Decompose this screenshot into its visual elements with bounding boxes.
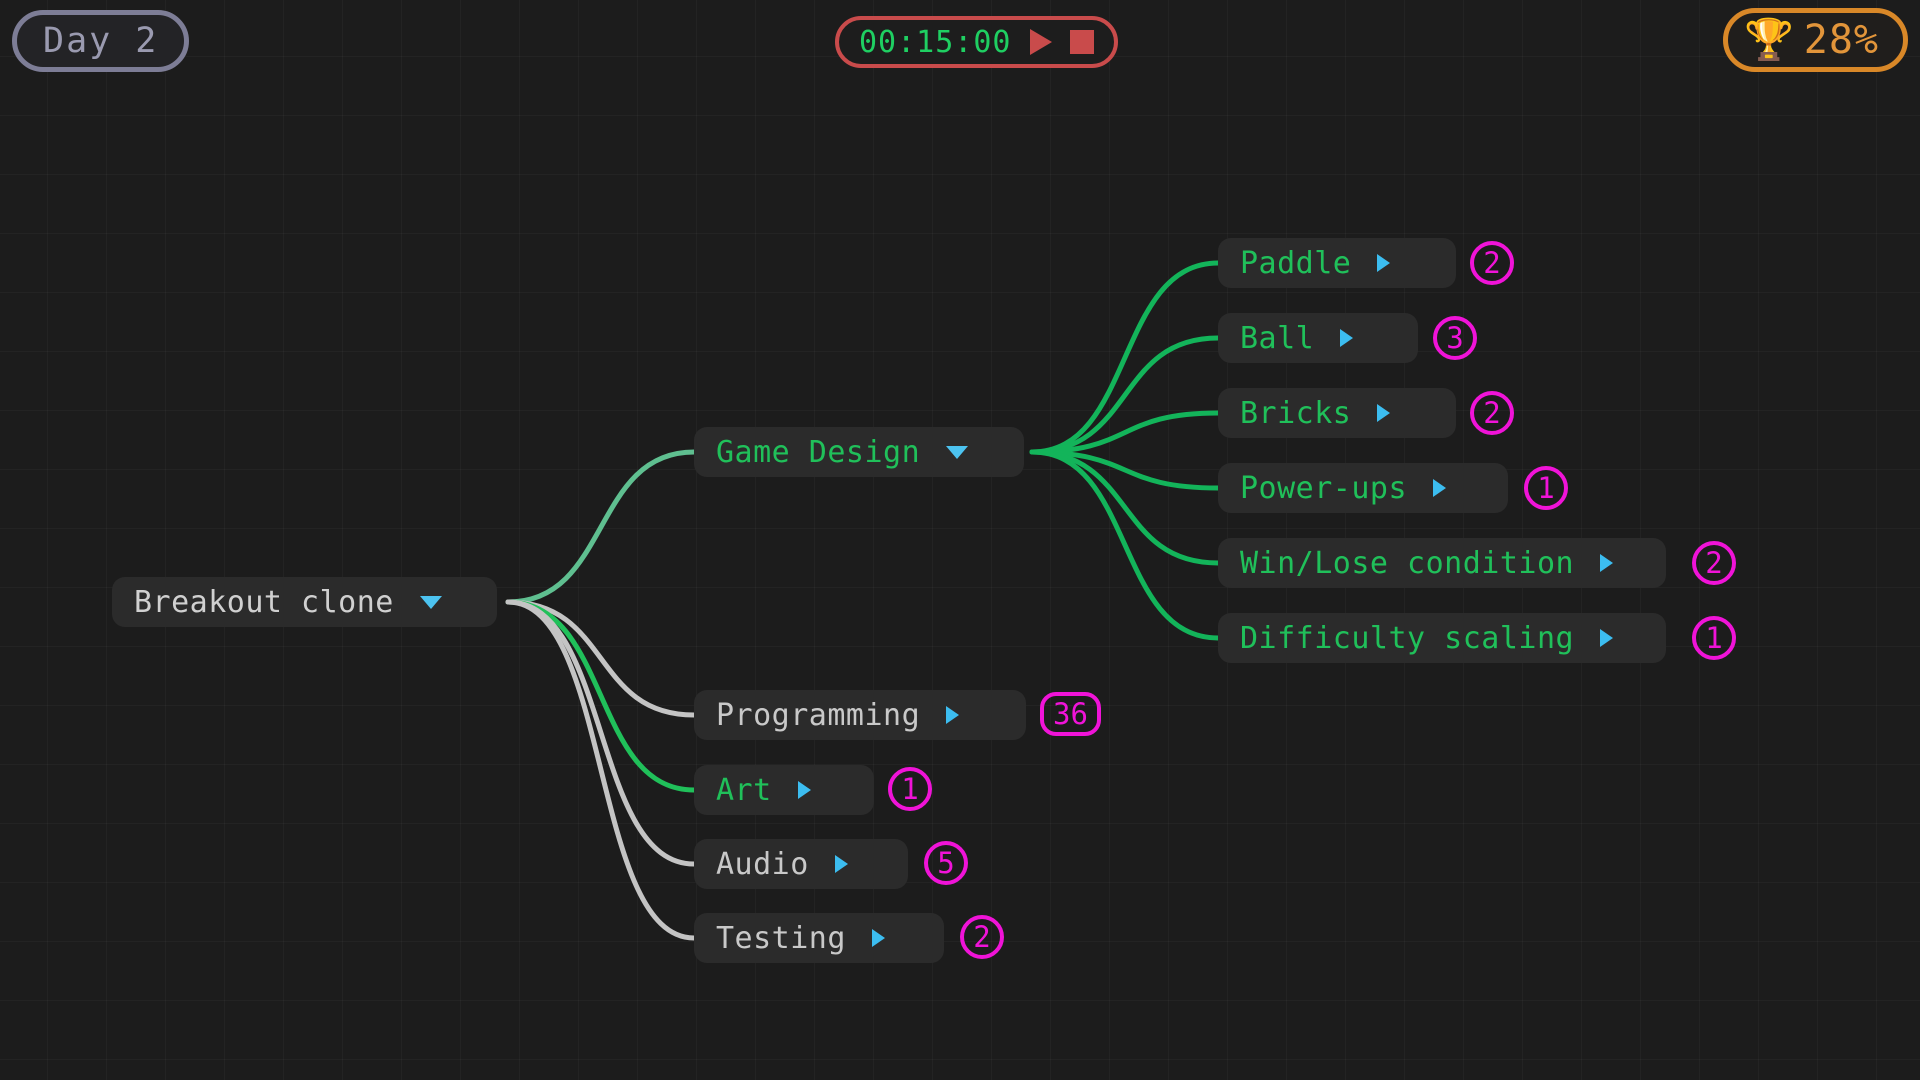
child-node-bricks[interactable]: Bricks [1218,388,1456,438]
edge-root-to-audio [505,599,697,867]
node-label: Art [716,772,772,808]
count-badge-audio: 5 [924,841,968,885]
node-label: Paddle [1240,245,1352,281]
session-timer[interactable]: 00:15:00 [835,16,1118,68]
day-counter-label: Day 2 [43,21,159,61]
day-counter-badge: Day 2 [12,10,190,72]
chevron-right-icon[interactable] [1600,629,1614,647]
chevron-right-icon[interactable] [1433,479,1447,497]
count-badge-ball: 3 [1433,316,1477,360]
node-label: Difficulty scaling [1240,620,1575,656]
chevron-right-icon[interactable] [1340,329,1354,347]
count-badge-art: 1 [888,767,932,811]
edge-root-to-testing [505,599,697,941]
node-label: Programming [716,697,921,733]
chevron-right-icon[interactable] [1377,404,1391,422]
node-label: Testing [716,920,846,956]
timer-value: 00:15:00 [859,24,1012,60]
chevron-right-icon[interactable] [1377,254,1391,272]
chevron-down-icon[interactable] [419,595,442,609]
progress-percent: 28% [1803,17,1879,63]
child-node-paddle[interactable]: Paddle [1218,238,1456,288]
edge-root-to-programming [505,599,697,718]
edge-gamedesign-to-win-lose-condition [1029,449,1221,566]
count-badge-difficulty-scaling: 1 [1692,616,1736,660]
node-label: Win/Lose condition [1240,545,1575,581]
child-node-win-lose-condition[interactable]: Win/Lose condition [1218,538,1666,588]
branch-node-audio[interactable]: Audio [694,839,908,889]
node-label: Power-ups [1240,470,1408,506]
child-node-difficulty-scaling[interactable]: Difficulty scaling [1218,613,1666,663]
count-badge-programming: 36 [1040,692,1101,736]
edge-gamedesign-to-paddle [1029,260,1221,455]
count-badge-bricks: 2 [1470,391,1514,435]
chevron-right-icon[interactable] [834,855,848,873]
node-label: Breakout clone [134,584,394,620]
child-node-power-ups[interactable]: Power-ups [1218,463,1508,513]
root-node-breakout-clone[interactable]: Breakout clone [112,577,497,627]
trophy-icon: 🏆 [1743,17,1794,63]
edge-gamedesign-to-power-ups [1029,449,1221,491]
branch-node-art[interactable]: Art [694,765,874,815]
branch-node-game-design[interactable]: Game Design [694,427,1024,477]
chevron-right-icon[interactable] [1600,554,1614,572]
chevron-right-icon[interactable] [871,929,885,947]
count-badge-paddle: 2 [1470,241,1514,285]
chevron-right-icon[interactable] [946,706,960,724]
progress-score-badge: 🏆 28% [1722,8,1908,72]
edge-gamedesign-to-difficulty-scaling [1029,449,1221,641]
count-badge-power-ups: 1 [1524,466,1568,510]
chevron-right-icon[interactable] [797,781,811,799]
stop-square-icon[interactable] [1069,30,1094,54]
play-triangle-icon[interactable] [1029,29,1052,55]
chevron-down-icon[interactable] [946,445,969,459]
node-label: Game Design [716,434,921,470]
edge-root-to-art [505,599,697,793]
count-badge-win-lose-condition: 2 [1692,541,1736,585]
edge-gamedesign-to-bricks [1029,410,1221,455]
edge-gamedesign-to-ball [1029,335,1221,455]
node-label: Bricks [1240,395,1352,431]
node-label: Audio [716,846,809,882]
branch-node-testing[interactable]: Testing [694,913,944,963]
child-node-ball[interactable]: Ball [1218,313,1418,363]
branch-node-programming[interactable]: Programming [694,690,1026,740]
count-badge-testing: 2 [960,915,1004,959]
edge-root-to-game-design [505,449,697,605]
node-label: Ball [1240,320,1315,356]
